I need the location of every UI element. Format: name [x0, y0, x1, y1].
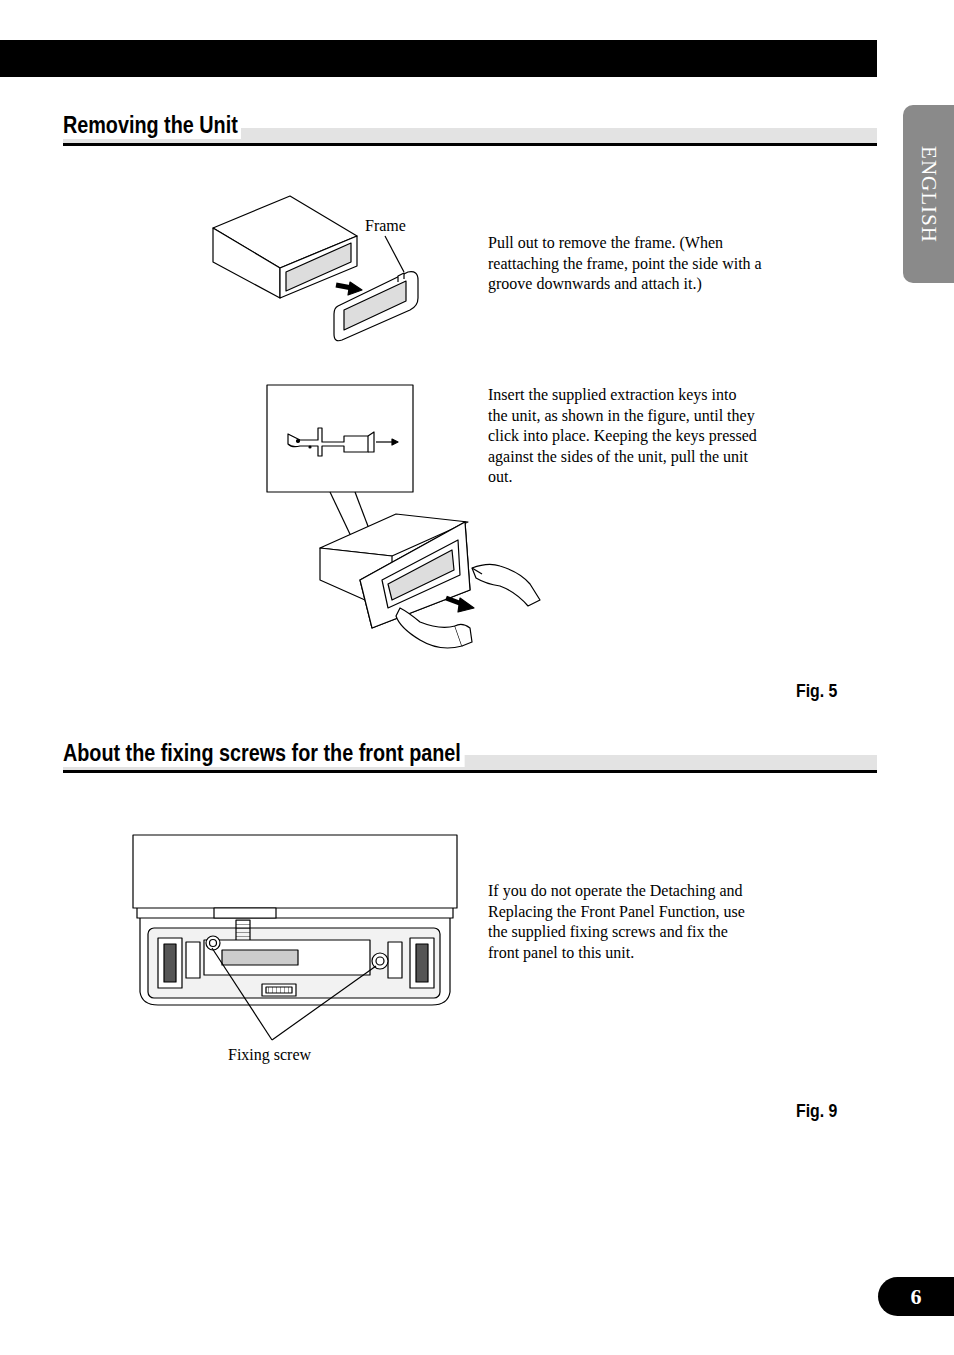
part-name: Frame [363, 217, 408, 235]
part-name: Fixing screw [226, 1046, 313, 1064]
instruction-text: Insert the supplied extraction keys into… [488, 385, 758, 488]
unit-with-frame [213, 196, 418, 341]
figure-number: Fig. 9 [796, 1101, 837, 1121]
instruction-text: Pull out to remove the frame. (When reat… [488, 233, 778, 295]
section-rule [63, 128, 877, 773]
section-heading: About the fixing screws for the front pa… [63, 739, 464, 767]
language-label: ENGLISH [916, 146, 941, 243]
language-tab: ENGLISH [903, 105, 954, 283]
instruction-text: If you do not operate the Detaching and … [488, 881, 763, 963]
front-panel-back [133, 835, 457, 1040]
unit-removal [320, 514, 540, 648]
header-bar [0, 40, 877, 77]
page-number: 6 [911, 1284, 922, 1310]
page-number-tab: 6 [878, 1277, 954, 1316]
figure-number: Fig. 5 [796, 681, 837, 701]
section-heading: Removing the Unit [63, 111, 241, 139]
